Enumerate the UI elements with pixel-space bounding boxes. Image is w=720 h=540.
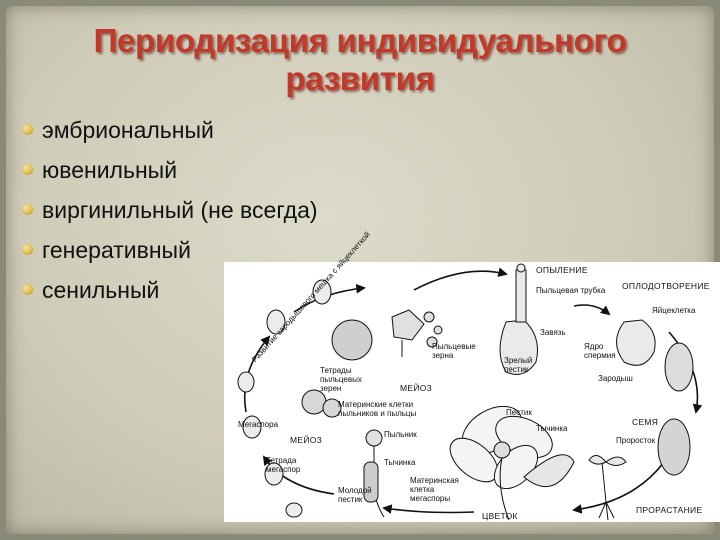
embryo-sac-drawings <box>237 279 332 518</box>
stage-item: сенильный <box>22 272 318 312</box>
label-embryo: Зародыш <box>598 374 633 383</box>
stage-item: виргинильный (не всегда) <box>22 192 318 232</box>
pistil-drawings <box>499 263 694 476</box>
life-cycle-drawing <box>237 263 703 521</box>
label-pistil: Пестик <box>506 408 532 417</box>
stage-label: эмбриональный <box>42 117 214 143</box>
flower-drawing <box>449 405 575 521</box>
label-meiosis-top: МЕЙОЗ <box>400 383 433 393</box>
stage-list: эмбриональный ювенильный виргинильный (н… <box>22 112 318 312</box>
label-pollination: ОПЫЛЕНИЕ <box>536 265 588 275</box>
label-sperm-nucleus: Ядро спермия <box>584 342 616 360</box>
label-fertilization: ОПЛОДОТВОРЕНИЕ <box>622 281 710 291</box>
label-megaspore-tetrad: Тетрада мегаспор <box>266 456 301 474</box>
stage-label: ювенильный <box>42 157 178 183</box>
label-ovule: Яйцеклетка <box>652 306 696 315</box>
label-mother-cells-pollen: Материнские клетки пыльников и пыльцы <box>338 400 417 418</box>
label-anther: Пыльник <box>384 430 417 439</box>
bullet-icon <box>22 124 33 135</box>
seedling-drawing <box>588 455 627 521</box>
label-mother-cell-megaspore: Материнская клетка мегаспоры <box>410 476 459 503</box>
stage-item: ювенильный <box>22 152 318 192</box>
label-pollen-tetrads: Тетрады пыльцевых зерен <box>320 366 362 393</box>
label-flower: ЦВЕТОК <box>482 511 518 521</box>
bullet-icon <box>22 284 33 295</box>
label-megaspore: Мегаспора <box>238 420 279 429</box>
label-mature-pistil: Зрелый пестик <box>504 356 533 374</box>
title-line-1: Периодизация индивидуального <box>93 22 627 59</box>
stage-label: сенильный <box>42 277 160 303</box>
label-pollen-grains: Пыльцевые зерна <box>432 342 476 360</box>
label-meiosis-left: МЕЙОЗ <box>290 435 323 445</box>
stage-label: виргинильный (не всегда) <box>42 197 318 223</box>
label-stamen-small: Тычинка <box>384 458 416 467</box>
label-ovary: Завязь <box>540 328 566 337</box>
bullet-icon <box>22 204 33 215</box>
stage-item: генеративный <box>22 232 318 272</box>
stage-item: эмбриональный <box>22 112 318 152</box>
bullet-icon <box>22 164 33 175</box>
bullet-icon <box>22 244 33 255</box>
label-pollen-tube: Пыльцевая трубка <box>536 286 606 295</box>
label-young-pistil: Молодой пестик <box>338 486 372 504</box>
label-seed: СЕМЯ <box>632 417 659 427</box>
plant-life-cycle-diagram: ОПЫЛЕНИЕ ОПЛОДОТВОРЕНИЕ Пыльцевая трубка… <box>224 230 720 522</box>
slide-title: Периодизация индивидуального развития <box>0 22 720 98</box>
label-germination: ПРОРАСТАНИЕ <box>636 505 703 515</box>
label-stamen: Тычинка <box>536 424 568 433</box>
label-sprout: Проросток <box>616 436 656 445</box>
anther-drawings <box>301 309 443 518</box>
stage-label: генеративный <box>42 237 191 263</box>
title-line-2: развития <box>285 60 435 97</box>
